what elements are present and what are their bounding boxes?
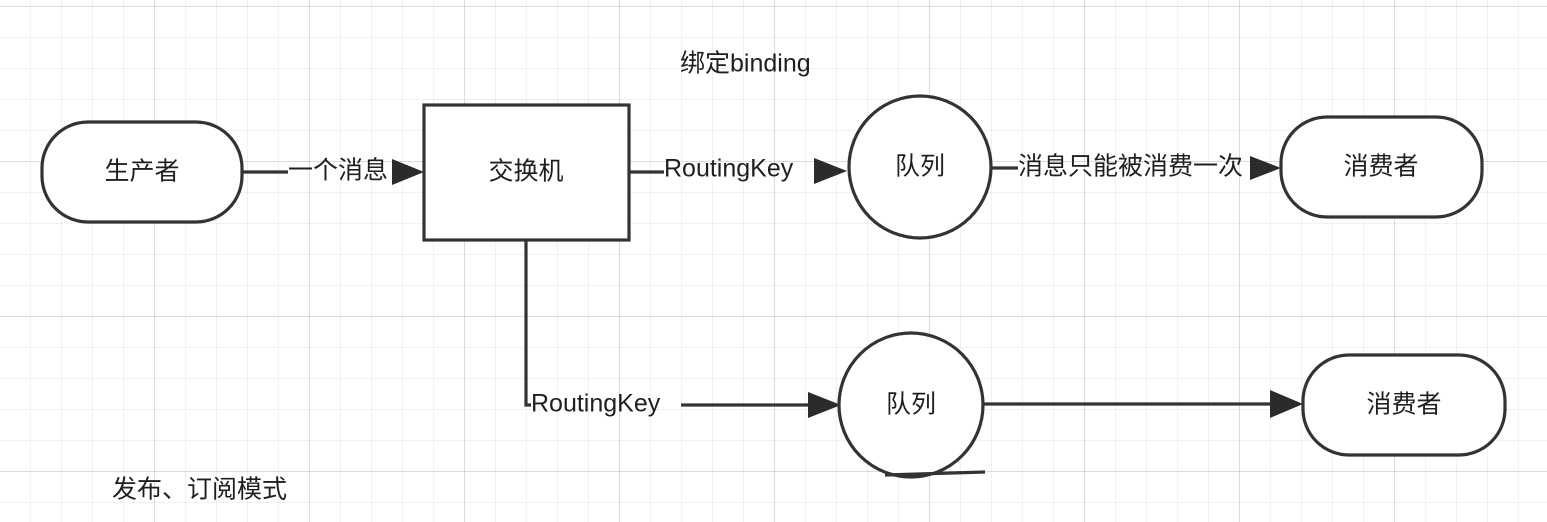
- edge-exchange-to-queue-top: RoutingKey: [630, 155, 847, 184]
- consumer-top-shape: [1279, 115, 1484, 219]
- node-consumer-bottom[interactable]: 消费者: [1301, 353, 1507, 457]
- arrow-head-producer-exchange: [392, 159, 424, 185]
- queue-bottom-label: 队列: [886, 391, 936, 419]
- annotation-binding: 绑定binding: [680, 50, 811, 78]
- node-queue-bottom[interactable]: 队列: [837, 331, 985, 479]
- edge-label-routingkey-top: RoutingKey: [664, 155, 794, 183]
- node-consumer-top[interactable]: 消费者: [1279, 115, 1484, 219]
- consumer-bottom-shape: [1301, 353, 1507, 457]
- node-exchange[interactable]: 交换机: [422, 103, 631, 242]
- node-producer[interactable]: 生产者: [40, 120, 244, 224]
- arrow-head-queue-bottom-consumer: [1270, 390, 1303, 418]
- edge-queue-top-to-consumer: 消息只能被消费一次: [991, 153, 1281, 181]
- producer-shape: [40, 120, 244, 224]
- queue-top-label: 队列: [895, 153, 945, 181]
- edge-label-one-message: 一个消息: [288, 157, 388, 185]
- edge-producer-to-exchange: 一个消息: [243, 157, 424, 185]
- arrow-head-exchange-queue-bottom: [808, 392, 841, 418]
- edge-label-consumed-once: 消息只能被消费一次: [1018, 153, 1243, 181]
- consumer-bottom-label: 消费者: [1366, 391, 1441, 419]
- exchange-label: 交换机: [488, 158, 563, 186]
- exchange-shape: [422, 103, 631, 242]
- edge-exchange-to-queue-bottom: RoutingKey: [524, 241, 841, 418]
- producer-label: 生产者: [104, 158, 179, 186]
- arrow-head-exchange-queue-top: [814, 158, 847, 184]
- edge-queue-bottom-to-consumer: [983, 390, 1303, 418]
- edge-label-routingkey-bottom: RoutingKey: [531, 390, 661, 418]
- edge-line-exchange-queue-bottom: [524, 241, 531, 407]
- stray-line-under-queue-bottom: [884, 470, 986, 477]
- consumer-top-label: 消费者: [1343, 153, 1418, 181]
- annotation-pattern: 发布、订阅模式: [112, 476, 287, 504]
- arrow-head-queue-top-consumer: [1250, 156, 1281, 180]
- node-queue-top[interactable]: 队列: [847, 94, 993, 240]
